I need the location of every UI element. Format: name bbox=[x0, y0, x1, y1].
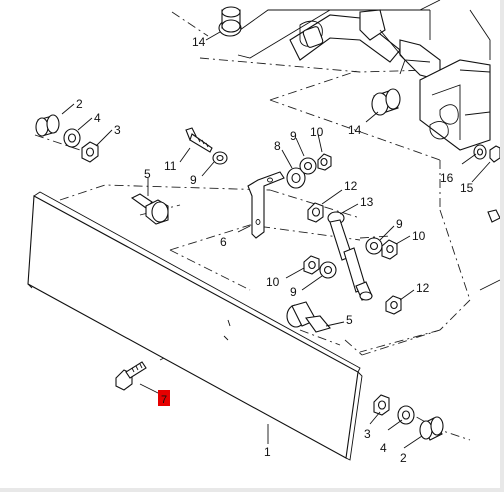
left-nut-3 bbox=[81, 141, 99, 163]
washer-9-d bbox=[319, 261, 337, 279]
shaft-5-right bbox=[286, 301, 331, 333]
nut-12-a bbox=[307, 202, 324, 223]
callout-10-right: 10 bbox=[412, 229, 426, 243]
washer-4-lower bbox=[397, 405, 415, 425]
highlight-box[interactable] bbox=[158, 390, 170, 406]
callout-12-upper: 12 bbox=[344, 179, 358, 193]
callout-10-stack: 10 bbox=[310, 125, 324, 139]
callout-5-left: 5 bbox=[144, 167, 151, 181]
bushing-2-lower bbox=[419, 416, 444, 441]
callout-10-lower: 10 bbox=[266, 275, 280, 289]
washer-8 bbox=[286, 167, 306, 189]
callout-16: 16 bbox=[440, 171, 454, 185]
nut-12-b bbox=[385, 295, 402, 315]
callout-12-lower: 12 bbox=[416, 281, 430, 295]
callout-14-right: 14 bbox=[348, 123, 362, 137]
callout-4-left: 4 bbox=[94, 111, 101, 125]
callout-9-lower: 9 bbox=[290, 285, 297, 299]
leader-lines bbox=[61, 31, 491, 449]
washer-9-a bbox=[212, 151, 228, 165]
frame-edge-right bbox=[500, 0, 504, 492]
nut-10-c bbox=[303, 255, 320, 275]
shaft-5-left bbox=[130, 193, 169, 225]
callout-1: 1 bbox=[264, 445, 271, 459]
callout-13: 13 bbox=[360, 195, 374, 209]
callout-15: 15 bbox=[460, 181, 474, 195]
callout-14-top: 14 bbox=[192, 35, 206, 49]
callout-3-left: 3 bbox=[114, 123, 121, 137]
callout-11: 11 bbox=[164, 159, 177, 173]
bolt-11 bbox=[185, 127, 213, 153]
callout-labels: 14 2 4 3 11 9 8 9 10 14 16 15 5 12 13 6 … bbox=[76, 35, 474, 465]
nut-10-a bbox=[317, 153, 332, 171]
gas-spring-13 bbox=[327, 211, 373, 301]
right-edge-hardware bbox=[473, 144, 501, 291]
main-frame bbox=[237, 0, 491, 151]
spacer-14-top bbox=[218, 6, 242, 37]
callout-3-lower: 3 bbox=[364, 427, 371, 441]
callout-8: 8 bbox=[274, 139, 281, 153]
bracket-6 bbox=[247, 171, 285, 239]
bolt-7 bbox=[115, 361, 147, 391]
callout-5-right: 5 bbox=[346, 313, 353, 327]
nut-10-b bbox=[381, 239, 398, 260]
panel-1 bbox=[27, 191, 363, 461]
bushing-14-right bbox=[371, 88, 401, 116]
callout-9-right: 9 bbox=[396, 217, 403, 231]
left-bushing-2 bbox=[35, 114, 60, 137]
callout-4-lower: 4 bbox=[380, 441, 387, 455]
left-washer-4 bbox=[63, 128, 81, 148]
washer-9-c bbox=[365, 237, 383, 255]
washer-9-b bbox=[299, 157, 317, 175]
callout-9-stack: 9 bbox=[290, 129, 297, 143]
callout-6: 6 bbox=[220, 235, 227, 249]
callout-9-bolt: 9 bbox=[190, 173, 197, 187]
nut-3-lower bbox=[373, 394, 390, 416]
highlighted-callout-7[interactable]: 7 bbox=[158, 390, 170, 406]
callout-7[interactable]: 7 bbox=[161, 394, 167, 406]
callout-2-lower: 2 bbox=[400, 451, 407, 465]
callout-2-left: 2 bbox=[76, 97, 83, 111]
frame-edge-bottom bbox=[0, 488, 504, 492]
